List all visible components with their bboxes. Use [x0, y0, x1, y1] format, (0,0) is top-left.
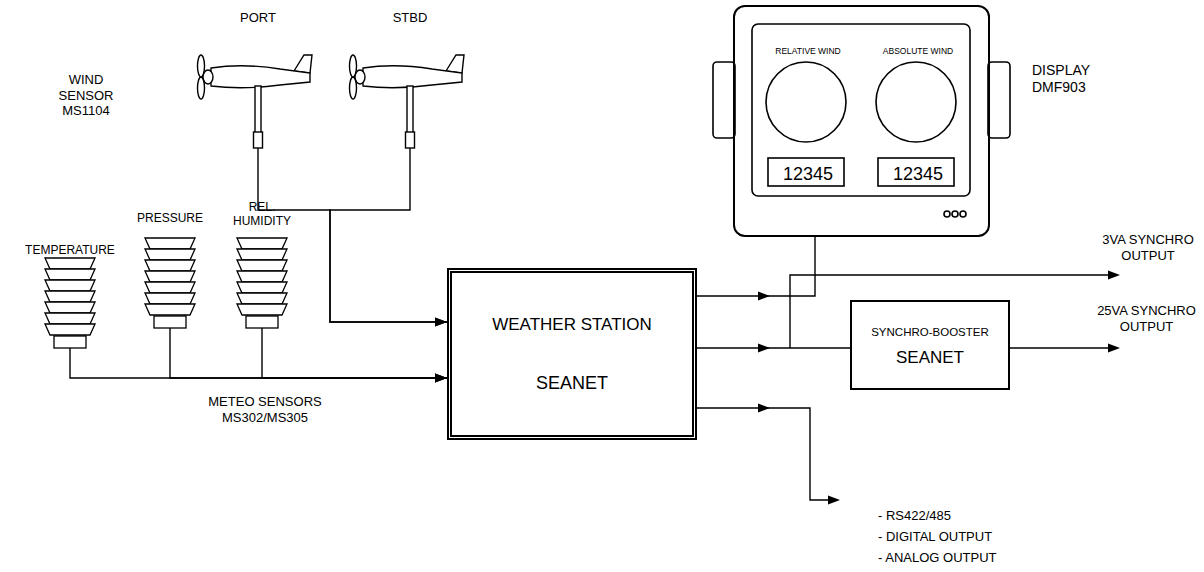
node-text-holder: 12345 [763, 164, 853, 186]
wind-sensor: PORT [203, 8, 313, 148]
temperature-sensor: TEMPERATURE [10, 240, 130, 348]
connector-line [70, 348, 447, 378]
output-label: - RS422/485 [878, 508, 951, 524]
arrow-head [758, 292, 770, 301]
arrow-head [758, 344, 770, 353]
weather-station-box: WEATHER STATION SEANET [447, 268, 697, 440]
connector [330, 148, 447, 327]
connector [170, 328, 447, 383]
output-arrowheads [758, 271, 1120, 505]
sensor-label: WIND SENSOR MS1104 [50, 72, 122, 119]
sensor-label-holder: WIND SENSOR MS1104 [50, 72, 122, 119]
node-text-holder: DISPLAY DMF903 [1032, 62, 1112, 96]
node-text-holder: SEANET [852, 348, 1008, 368]
output-label-holder: - DIGITAL OUTPUT [878, 527, 1098, 545]
connector-line [697, 237, 815, 296]
node-text-holder: ABSOLUTE WIND [873, 40, 963, 58]
output-label: 3VA SYNCHRO OUTPUT [1096, 232, 1200, 263]
connector-line [697, 347, 850, 348]
sensor-label-holder: METEO SENSORS MS302/MS305 [195, 394, 335, 426]
node-text: DISPLAY DMF903 [1032, 62, 1112, 96]
wind-sensor: STBD [355, 8, 465, 148]
node-text-holder: SEANET [452, 373, 692, 395]
display-drawing [713, 24, 1010, 217]
connector [258, 148, 447, 327]
connector-line [330, 148, 447, 322]
output-label-holder: 3VA SYNCHRO OUTPUT [1096, 232, 1200, 264]
output-label-holder: - RS422/485 [878, 506, 1098, 524]
output-label-holder: - ANALOG OUTPUT [878, 548, 1098, 566]
output-wires [697, 275, 1112, 500]
node-text-holder: SYNCHRO-BOOSTER [852, 322, 1008, 340]
node-text: SYNCHRO-BOOSTER [871, 326, 989, 340]
synchro-booster-box: SYNCHRO-BOOSTER SEANET [850, 300, 1010, 390]
wind-sensor-drawing [198, 55, 465, 148]
node-text: RELATIVE WIND [775, 46, 841, 56]
node-text-holder: PORT [203, 8, 313, 26]
node-text-holder: PRESSURE [110, 208, 230, 226]
connector-line [258, 148, 447, 322]
display-unit: RELATIVE WINDABSOLUTE WIND1234512345DISP… [733, 5, 990, 237]
connector [697, 344, 850, 353]
pressure-sensor: PRESSURE [110, 208, 230, 328]
humidity-sensor: REL. HUMIDITY [202, 200, 322, 328]
sensor-label: METEO SENSORS MS302/MS305 [195, 394, 335, 425]
arrow-head [435, 318, 447, 327]
node-text: WEATHER STATION [492, 315, 652, 335]
arrow-head [435, 374, 447, 383]
node-text: PORT [240, 10, 276, 26]
node-text: ABSOLUTE WIND [883, 46, 953, 56]
arrow-head [435, 374, 447, 383]
node-text: SEANET [896, 348, 964, 368]
node-text-holder: STBD [355, 8, 465, 26]
node-text: TEMPERATURE [25, 243, 115, 257]
arrow-head [435, 318, 447, 327]
node-text: SEANET [536, 373, 608, 395]
node-text-holder: 12345 [873, 164, 963, 186]
node-text: STBD [393, 10, 428, 26]
output-label: - ANALOG OUTPUT [878, 550, 996, 566]
node-text-holder: WEATHER STATION [452, 315, 692, 335]
node-text: REL. HUMIDITY [227, 200, 297, 229]
output-label-holder: 25VA SYNCHRO OUTPUT [1093, 303, 1200, 335]
connector [262, 328, 447, 383]
connector-line [170, 328, 447, 378]
node-text-holder: TEMPERATURE [10, 240, 130, 258]
node-text-holder: REL. HUMIDITY [227, 200, 297, 229]
node-text: 12345 [893, 164, 943, 186]
output-label: 25VA SYNCHRO OUTPUT [1093, 303, 1200, 334]
output-label: - DIGITAL OUTPUT [878, 529, 992, 545]
node-text: PRESSURE [137, 211, 203, 225]
connector-line [262, 328, 447, 378]
connector [697, 237, 815, 301]
arrow-head [435, 374, 447, 383]
node-text-holder: RELATIVE WIND [763, 40, 853, 58]
node-text: 12345 [783, 164, 833, 186]
